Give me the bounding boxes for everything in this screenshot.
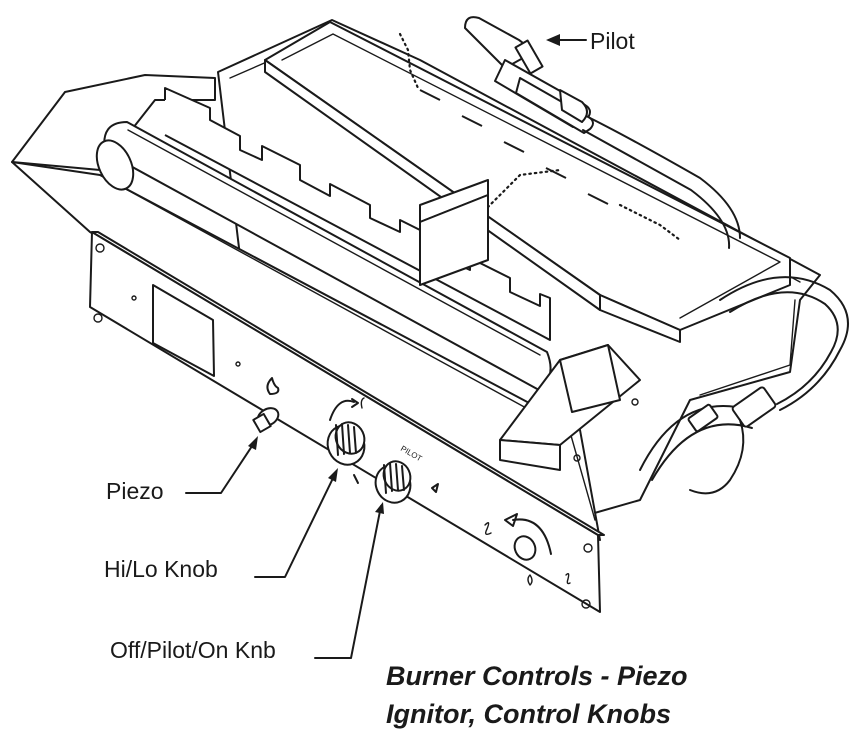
burner-slots	[419, 89, 609, 205]
hi-lo-leader	[254, 471, 337, 578]
log-grate	[164, 87, 551, 341]
piezo-arrowhead	[248, 436, 258, 450]
hi-lo-arrowhead	[328, 468, 338, 482]
valve-control	[484, 513, 571, 586]
hi-lo-knob	[326, 397, 366, 484]
pilot-label: Pilot	[590, 28, 635, 54]
pilot-assembly	[464, 16, 741, 249]
ember-bed	[264, 21, 791, 343]
valve-bracket	[499, 344, 641, 471]
off-pilot-on-arrowhead	[375, 502, 384, 514]
piezo-label: Piezo	[106, 478, 164, 504]
panel-window	[152, 284, 215, 377]
off-pilot-on-knob	[374, 460, 439, 504]
hi-lo-knob-label: Hi/Lo Knob	[104, 556, 218, 582]
gas-line	[639, 276, 849, 495]
caption-line-1: Burner Controls - Piezo	[386, 661, 688, 691]
piezo-ignitor	[252, 377, 280, 434]
caption-line-2: Ignitor, Control Knobs	[386, 699, 671, 729]
piezo-leader	[185, 439, 257, 494]
off-pilot-on-leader	[314, 505, 382, 659]
pilot-arrowhead	[546, 34, 560, 46]
off-pilot-on-knob-label: Off/Pilot/On Knb	[110, 637, 276, 663]
leader-lines	[185, 34, 587, 659]
